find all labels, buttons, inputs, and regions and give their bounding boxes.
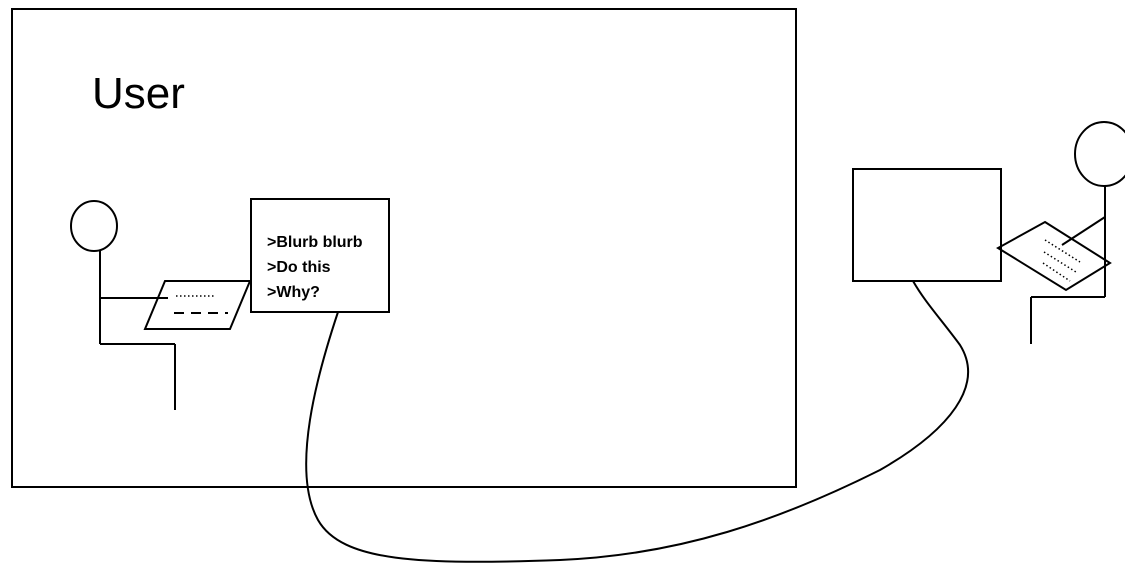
remote-keyboard-dots-2 (1044, 252, 1076, 272)
user-terminal: >Blurb blurb >Do this >Why? (251, 199, 389, 312)
remote-head (1075, 122, 1125, 186)
remote-keyboard (998, 222, 1110, 290)
remote-keyboard-outline (998, 222, 1110, 290)
user-head (71, 201, 117, 251)
remote-keyboard-dots-1 (1045, 240, 1080, 262)
user-person-figure (71, 201, 175, 410)
user-keyboard-outline (145, 281, 250, 329)
terminal-line-2: >Do this (267, 259, 331, 276)
connection-cable (306, 281, 968, 562)
user-area-title: User (92, 69, 185, 118)
remote-monitor (853, 169, 1001, 281)
terminal-line-3: >Why? (267, 284, 320, 301)
user-keyboard (145, 281, 250, 329)
remote-arm (1062, 217, 1105, 245)
terminal-line-1: >Blurb blurb (267, 234, 363, 251)
remote-person-figure (1031, 122, 1125, 344)
